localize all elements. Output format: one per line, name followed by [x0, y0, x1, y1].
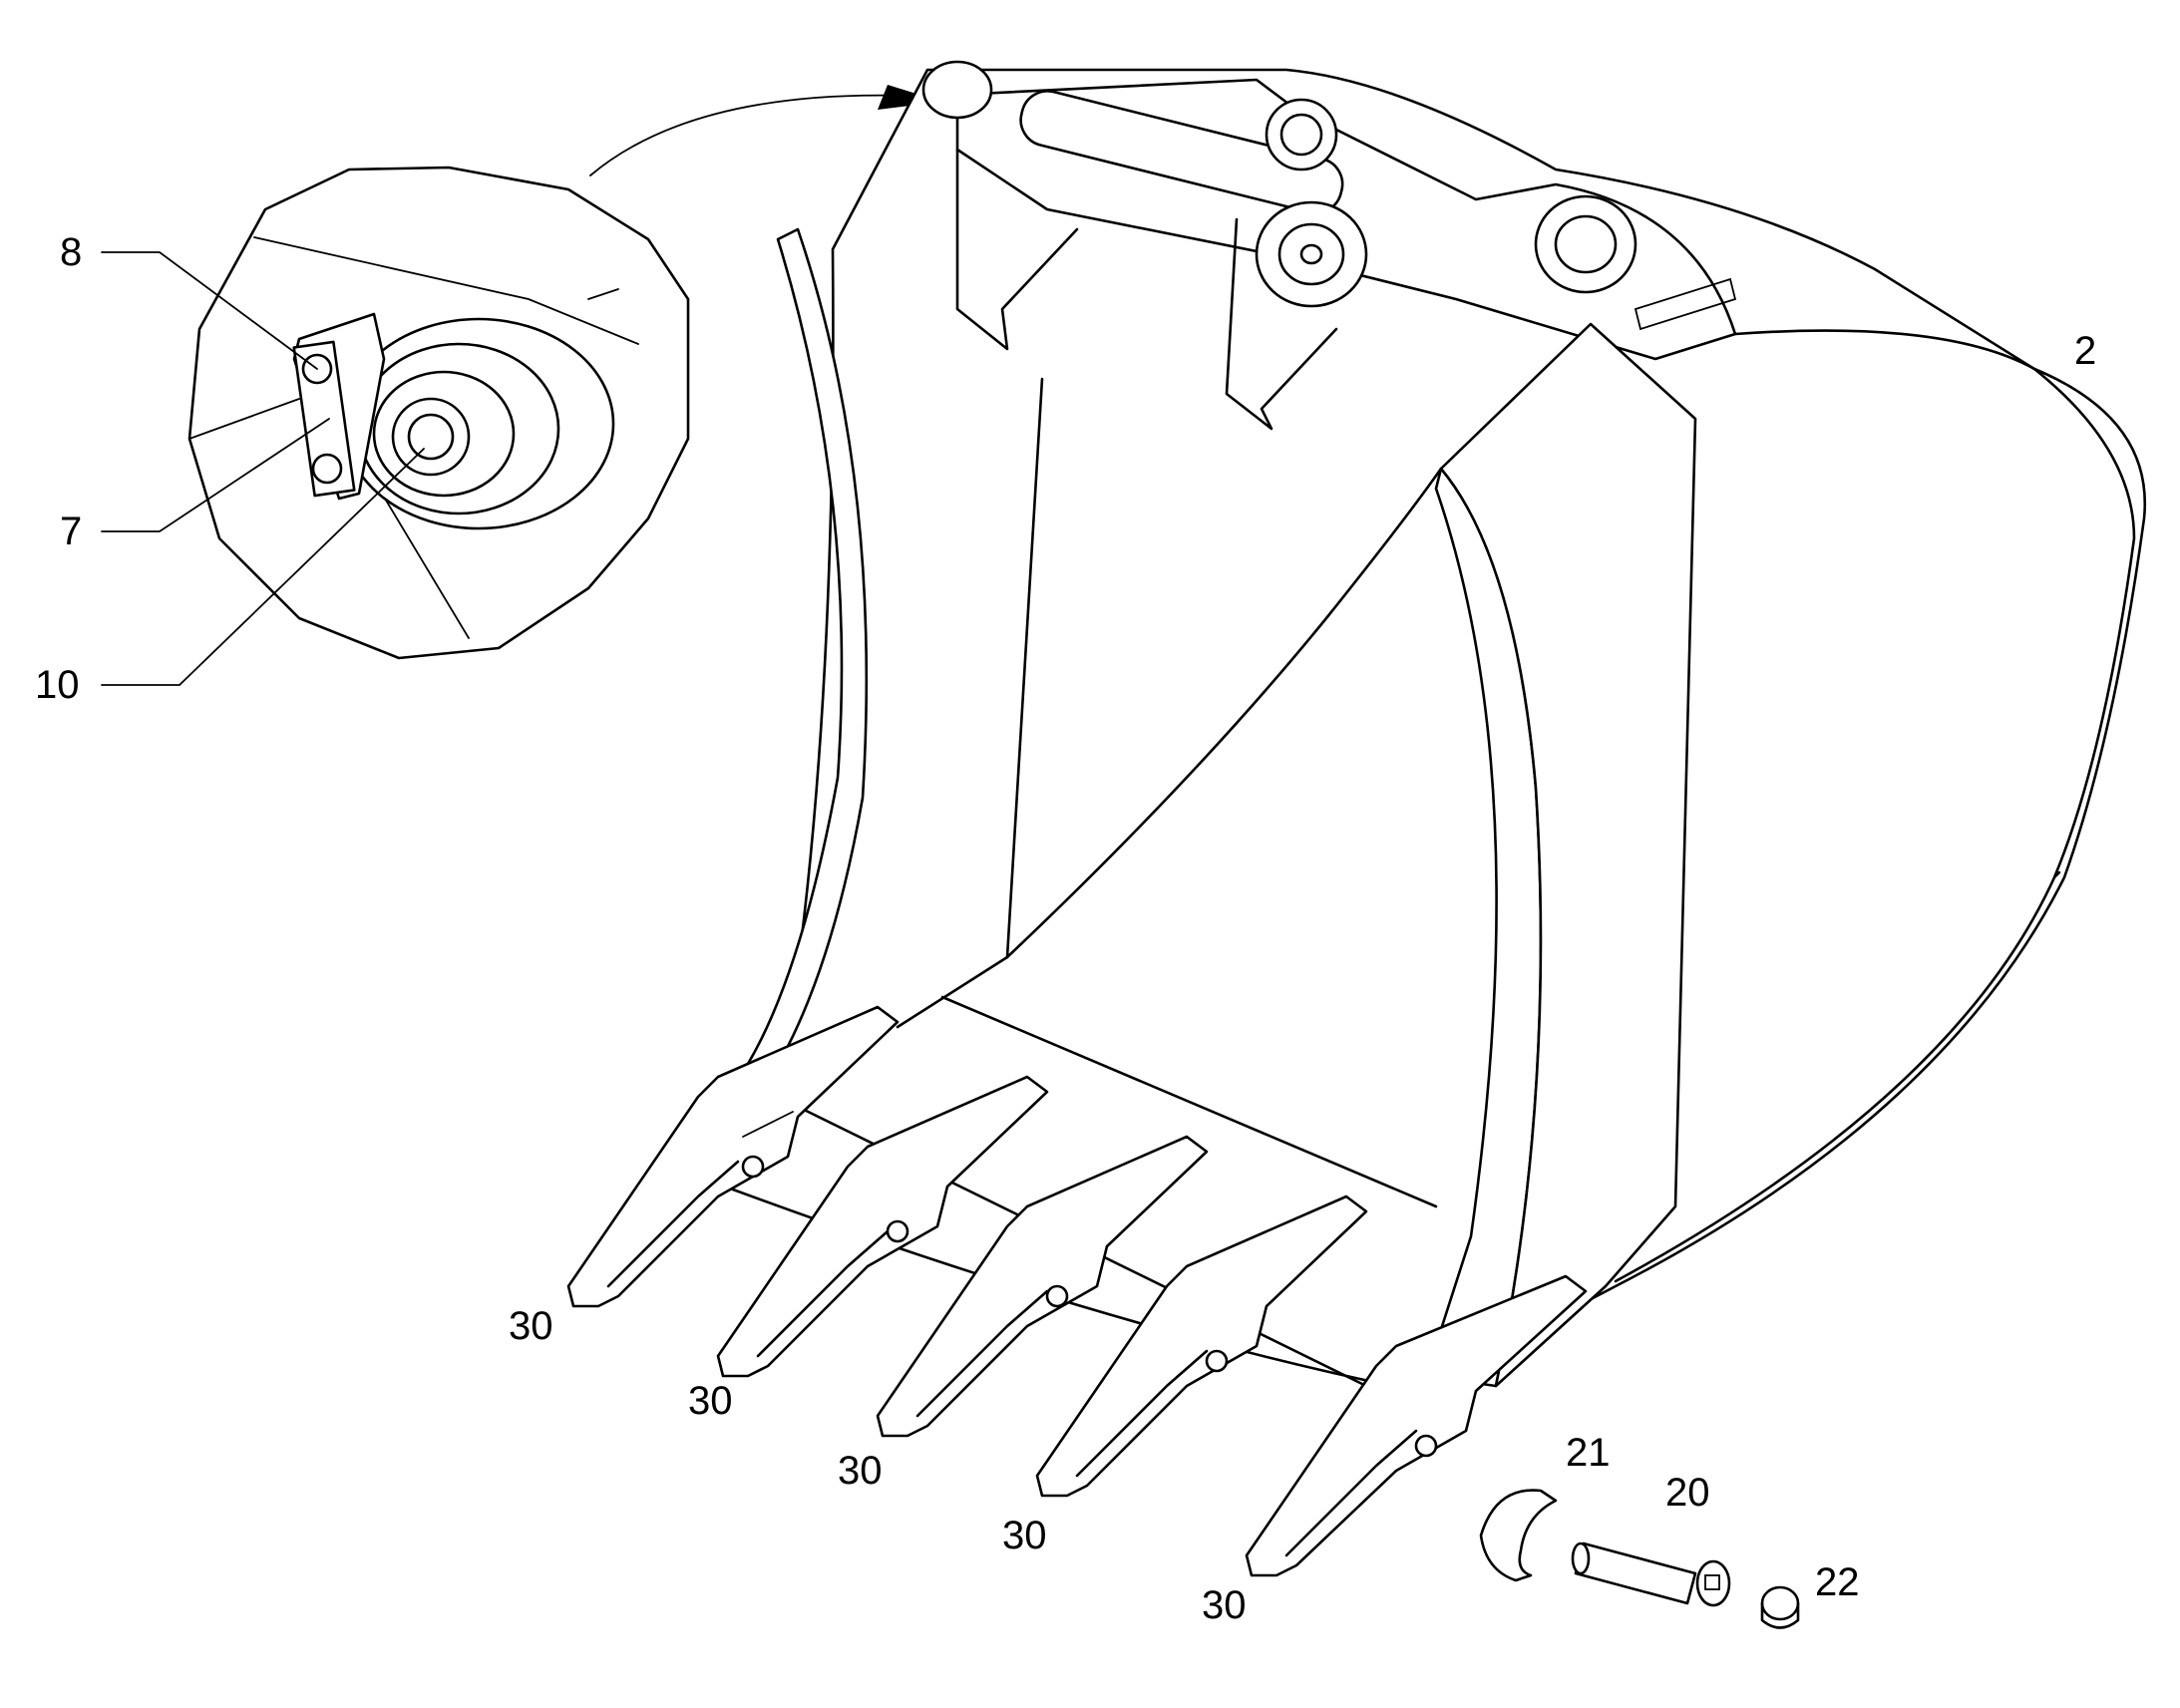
callout-22: 22	[1815, 1560, 1860, 1604]
tooth-1	[566, 1005, 900, 1308]
tooth-3	[876, 1135, 1209, 1438]
tooth-2	[716, 1075, 1049, 1378]
bucket-teeth	[566, 1005, 1588, 1577]
callout-21: 21	[1566, 1431, 1611, 1475]
callout-2: 2	[2074, 329, 2096, 373]
callout-30-tooth-1: 30	[509, 1304, 553, 1348]
cap-part-22	[1760, 1585, 1800, 1629]
callout-30-tooth-5: 30	[1202, 1583, 1247, 1627]
callout-30-tooth-4: 30	[1002, 1514, 1047, 1557]
detail-view-inset	[101, 166, 690, 686]
excavator-bucket	[696, 60, 2147, 1393]
callout-7: 7	[60, 510, 82, 553]
tooth-5	[1245, 1274, 1588, 1577]
retainer-part-21	[1479, 1489, 1558, 1582]
callout-20: 20	[1665, 1471, 1710, 1515]
tooth-4	[1035, 1195, 1368, 1498]
callout-30-tooth-3: 30	[838, 1449, 883, 1493]
pin-part-20	[1571, 1541, 1731, 1607]
callout-8: 8	[60, 230, 82, 274]
grease-fitting-part-10	[391, 397, 471, 477]
callout-labels: 8 7 10 2 21 20 22 30 30 30 30 30	[35, 230, 2096, 1627]
callout-30-tooth-2: 30	[688, 1379, 733, 1423]
callout-10: 10	[35, 663, 80, 707]
